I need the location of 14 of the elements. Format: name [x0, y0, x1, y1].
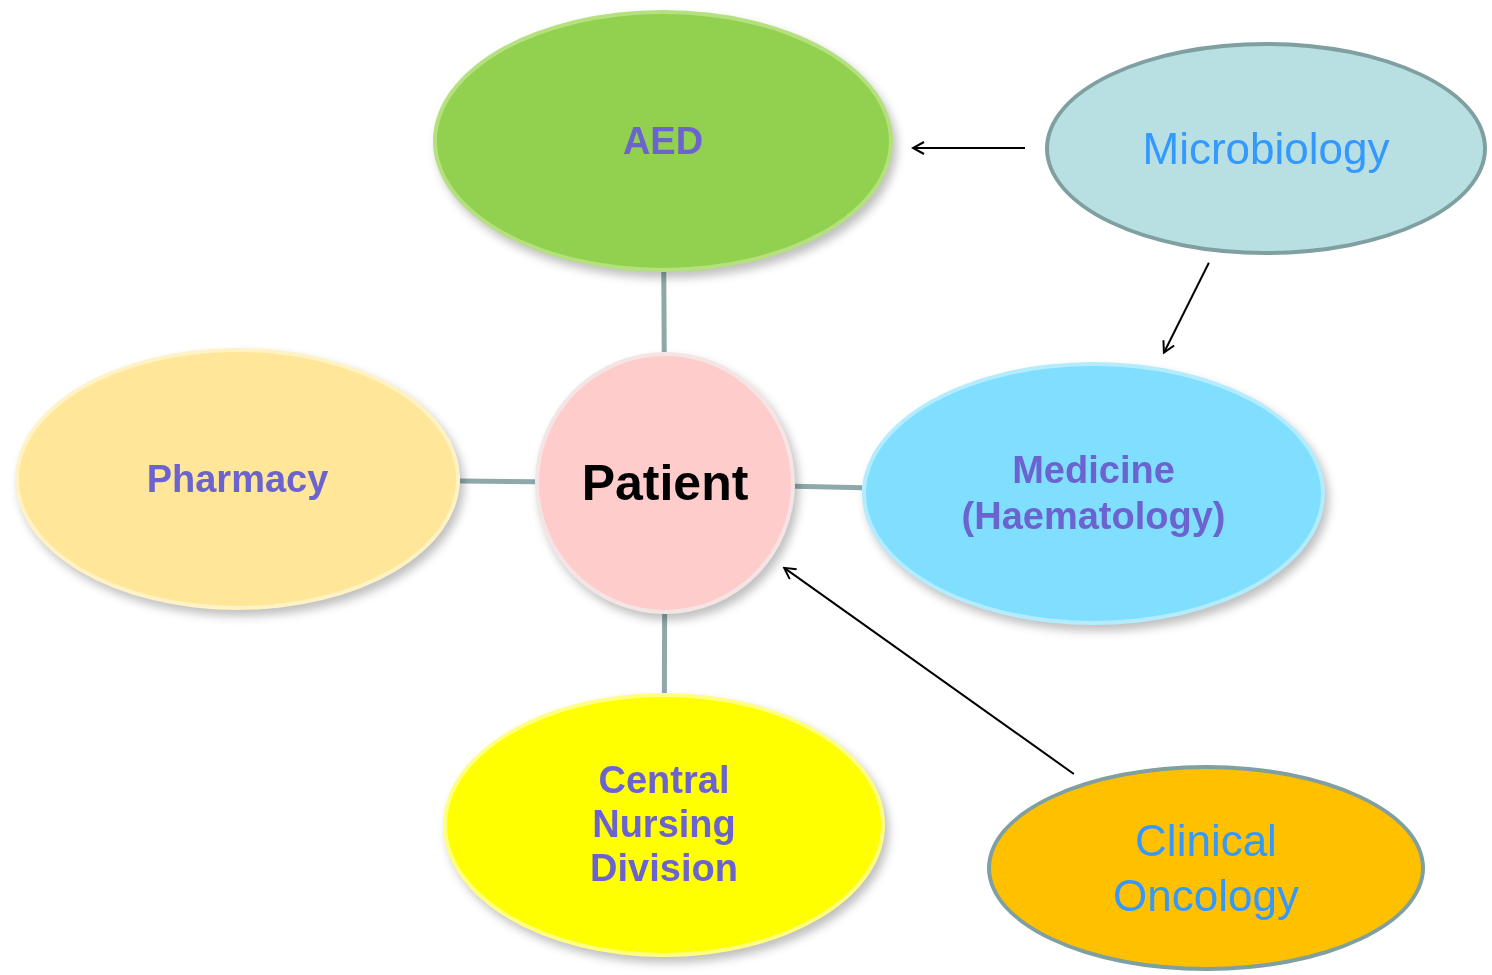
node-label: Medicine (Haematology)	[960, 447, 1227, 539]
arrow	[912, 141, 1026, 155]
node-label: Clinical Oncology	[1112, 815, 1300, 922]
node-label: Central Nursing Division	[589, 759, 739, 891]
node-label: Patient	[581, 453, 749, 513]
connector-line	[459, 478, 536, 485]
arrow	[1162, 261, 1210, 354]
node-label: Microbiology	[1142, 122, 1390, 175]
connector-line	[794, 483, 863, 491]
connector-line	[661, 614, 668, 693]
connector-line	[661, 272, 667, 352]
node-label: Pharmacy	[146, 456, 329, 502]
arrow	[783, 566, 1075, 775]
node-label: AED	[622, 118, 704, 164]
